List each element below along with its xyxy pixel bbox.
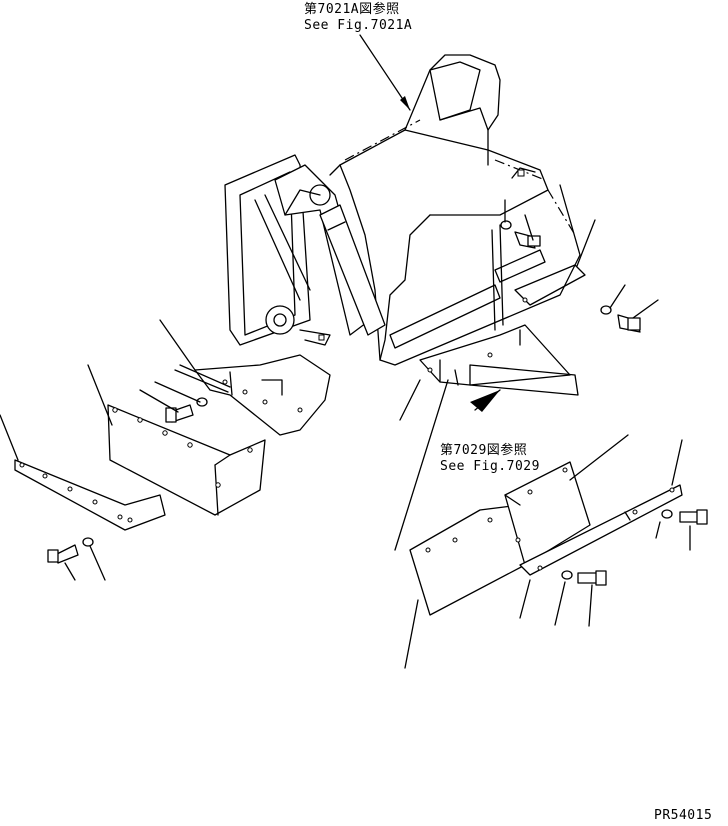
reference-label-top-en: See Fig.7021A — [304, 18, 413, 33]
long-bracket-left — [14, 459, 166, 531]
reference-label-top-jp: 第7021A図参照 — [304, 2, 400, 17]
main-frame-assembly — [224, 54, 581, 366]
cover-plate-right — [409, 461, 683, 616]
drawing-id-label: PR54015 — [654, 808, 713, 823]
cover-plate-left — [107, 404, 266, 516]
reference-label-mid-jp: 第7029図参照 — [440, 443, 528, 458]
rear-bracket-assembly — [419, 264, 586, 396]
reference-label-mid-en: See Fig.7029 — [440, 459, 540, 474]
bolts-and-washers — [47, 220, 708, 586]
leader-lines — [0, 34, 691, 669]
cover-bracket-upper — [174, 354, 331, 436]
